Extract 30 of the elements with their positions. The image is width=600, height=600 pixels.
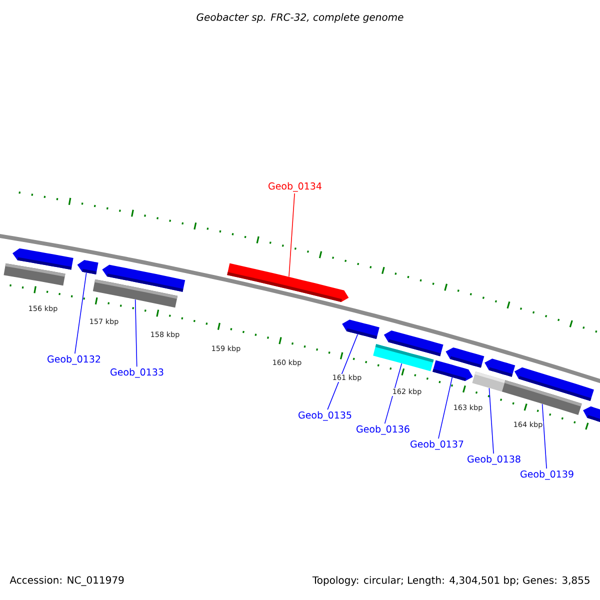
leader-line xyxy=(327,334,358,410)
title: Geobacter sp. FRC-32, complete genome xyxy=(196,13,404,23)
leader-line xyxy=(74,272,87,354)
gene-label: Geob_0133 xyxy=(110,368,164,378)
gene-feature xyxy=(77,260,98,274)
gene-feature xyxy=(583,406,600,422)
gene-feature xyxy=(514,367,594,402)
genome-summary-text: Topology: circular; Length: 4,304,501 bp; Genes: 3,855 xyxy=(312,576,590,586)
leader-line xyxy=(542,404,547,469)
gene-feature xyxy=(384,330,444,356)
gene-label: Geob_0138 xyxy=(468,455,520,465)
gene-feature xyxy=(432,360,473,381)
gene-feature xyxy=(484,358,516,377)
gene-bar xyxy=(472,371,506,392)
leader-line xyxy=(438,377,453,439)
gene-label: Geob_0132 xyxy=(48,355,100,365)
leader-line xyxy=(488,388,494,454)
gene-label: Geob_0135 xyxy=(298,411,352,421)
gene-feature xyxy=(12,248,74,270)
accession-text: Accession: NC_011979 xyxy=(10,576,124,586)
gene-label: Geob_0137 xyxy=(410,440,464,450)
gene-feature xyxy=(342,320,380,339)
gene-label: Geob_0139 xyxy=(520,470,574,480)
gene-feature xyxy=(227,263,349,302)
gene-label: Geob_0134 xyxy=(268,182,322,192)
gene-label: Geob_0136 xyxy=(356,425,410,435)
gene-feature xyxy=(102,264,186,292)
leader-line xyxy=(134,299,138,367)
leader-line xyxy=(288,193,295,278)
gene-feature xyxy=(446,347,484,368)
